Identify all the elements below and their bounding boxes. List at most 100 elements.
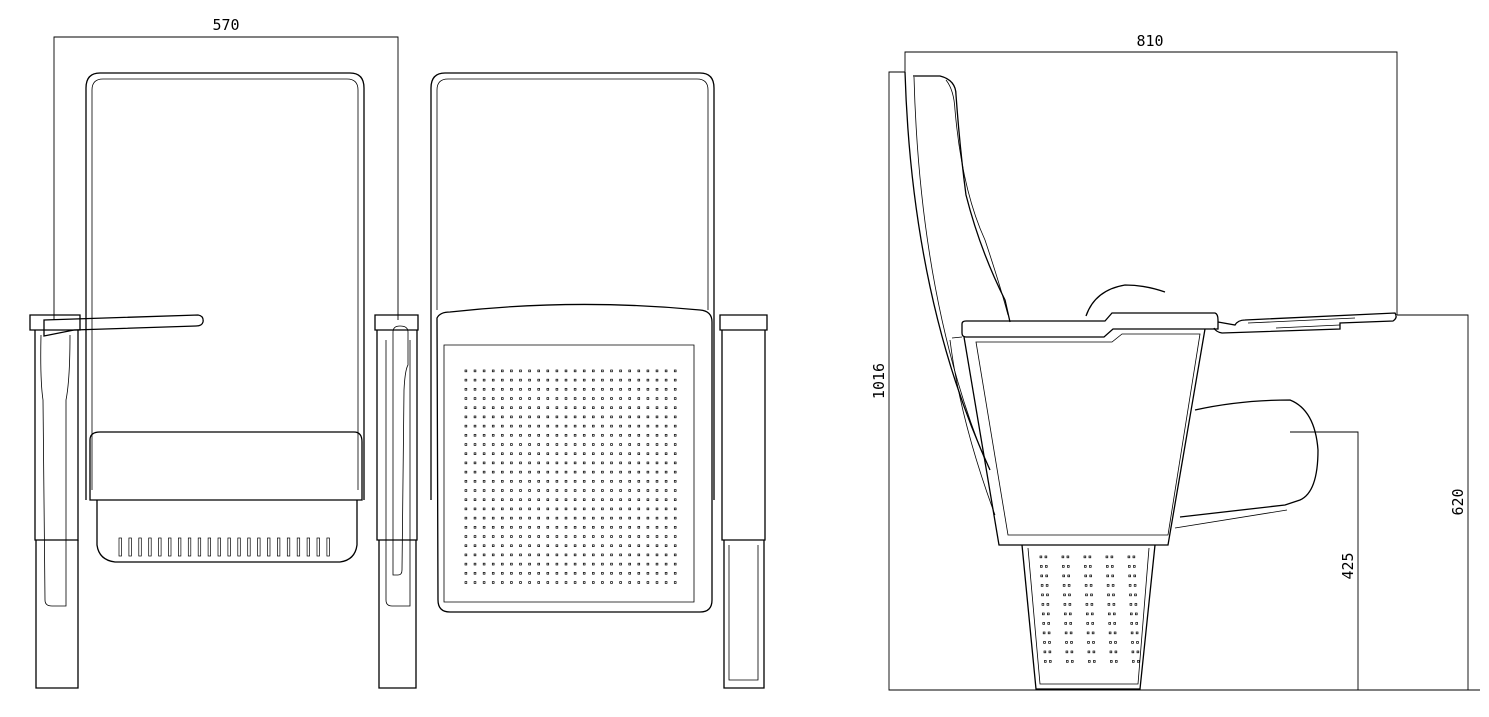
- perforation-hole: [528, 507, 531, 511]
- perforation-hole: [673, 397, 677, 400]
- perforation-hole: [1132, 660, 1135, 663]
- perforation-hole: [482, 526, 486, 529]
- perforation-hole: [628, 443, 631, 446]
- perforation-hole: [601, 553, 604, 557]
- perforation-hole: [464, 516, 468, 520]
- perforation-hole: [582, 434, 586, 437]
- perforation-hole: [564, 544, 568, 547]
- perforation-hole: [637, 553, 641, 557]
- perforation-hole: [610, 388, 613, 391]
- perforation-hole: [610, 581, 613, 584]
- perforation-hole: [664, 415, 668, 419]
- perforation-hole: [555, 489, 559, 492]
- perforation-hole: [501, 562, 504, 566]
- perforation-hole: [473, 461, 477, 465]
- perforation-hole: [1045, 565, 1048, 568]
- perforation-hole: [655, 562, 659, 566]
- perforation-hole: [646, 369, 650, 373]
- perforation-hole: [1091, 622, 1094, 625]
- perforation-hole: [592, 406, 595, 409]
- perforation-hole: [473, 544, 477, 547]
- perforation-hole: [464, 397, 468, 400]
- perforation-hole: [491, 434, 495, 437]
- perforation-hole: [592, 461, 595, 465]
- perforation-hole: [528, 424, 531, 428]
- perforation-hole: [610, 553, 613, 557]
- perforation-hole: [501, 415, 504, 419]
- perforation-hole: [464, 424, 468, 428]
- perforation-hole: [637, 388, 641, 391]
- perforation-hole: [628, 434, 631, 437]
- perforation-hole: [655, 489, 659, 492]
- perforation-hole: [1068, 603, 1072, 606]
- perforation-hole: [673, 406, 677, 409]
- perforation-hole: [519, 507, 522, 511]
- perforation-hole: [619, 388, 622, 391]
- perforation-hole: [646, 516, 650, 520]
- perforation-hole: [482, 535, 486, 538]
- perforation-hole: [528, 553, 531, 557]
- perforation-hole: [473, 553, 477, 557]
- perforation-hole: [637, 378, 641, 382]
- perforation-hole: [482, 489, 486, 492]
- perforation-hole: [546, 489, 550, 492]
- perforation-hole: [610, 406, 613, 409]
- perforation-hole: [491, 544, 495, 547]
- perforation-hole: [528, 378, 531, 382]
- perforation-hole: [510, 553, 513, 557]
- perforation-hole: [573, 498, 577, 501]
- left-chair-seat-base: [96, 500, 358, 563]
- perforation-hole: [519, 443, 522, 446]
- perforation-hole: [1042, 612, 1045, 616]
- perforation-hole: [555, 461, 559, 465]
- perforation-hole: [610, 443, 613, 446]
- perforation-hole: [555, 415, 559, 419]
- side-arm-panel: [963, 328, 1206, 546]
- perforation-hole: [510, 526, 513, 529]
- perforation-hole: [482, 572, 486, 575]
- perforation-hole: [510, 378, 513, 382]
- perforation-hole: [473, 480, 477, 483]
- perforation-hole: [482, 480, 486, 483]
- perforation-hole: [619, 535, 622, 538]
- perforation-hole: [582, 378, 586, 382]
- perforation-hole: [637, 443, 641, 446]
- perforation-hole: [619, 526, 622, 529]
- perforation-hole: [664, 434, 668, 437]
- perforation-hole: [546, 406, 550, 409]
- perforation-hole: [473, 424, 477, 428]
- perforation-hole: [573, 369, 577, 373]
- perforation-hole: [555, 443, 559, 446]
- perforation-hole: [519, 544, 522, 547]
- side-seat: [1179, 399, 1319, 518]
- perforation-hole: [619, 406, 622, 409]
- perforation-hole: [519, 397, 522, 400]
- perforation-hole: [564, 516, 568, 520]
- perforation-hole: [564, 397, 568, 400]
- perforation-hole: [1107, 593, 1110, 597]
- perforation-hole: [646, 470, 650, 474]
- perforation-hole: [501, 378, 504, 382]
- perforation-hole: [519, 406, 522, 409]
- perforation-hole: [646, 581, 650, 584]
- perforation-hole: [510, 443, 513, 446]
- perforation-hole: [1130, 612, 1133, 616]
- perforation-hole: [655, 388, 659, 391]
- right-chair-folded-seat: [436, 303, 713, 613]
- perforation-hole: [537, 498, 540, 501]
- perforation-hole: [482, 378, 486, 382]
- perforation-hole: [491, 489, 495, 492]
- perforation-hole: [601, 544, 604, 547]
- perforation-hole: [1044, 555, 1048, 559]
- perforation-hole: [564, 507, 568, 511]
- perforation-hole: [528, 480, 531, 483]
- perforation-hole: [582, 535, 586, 538]
- perforation-hole: [537, 415, 540, 419]
- perforation-hole: [582, 562, 586, 566]
- perforation-hole: [482, 562, 486, 566]
- width-dimension: 570: [53, 16, 399, 320]
- perforation-hole: [464, 378, 468, 382]
- perforation-hole: [664, 562, 668, 566]
- perforation-hole: [464, 507, 468, 511]
- perforation-hole: [519, 489, 522, 492]
